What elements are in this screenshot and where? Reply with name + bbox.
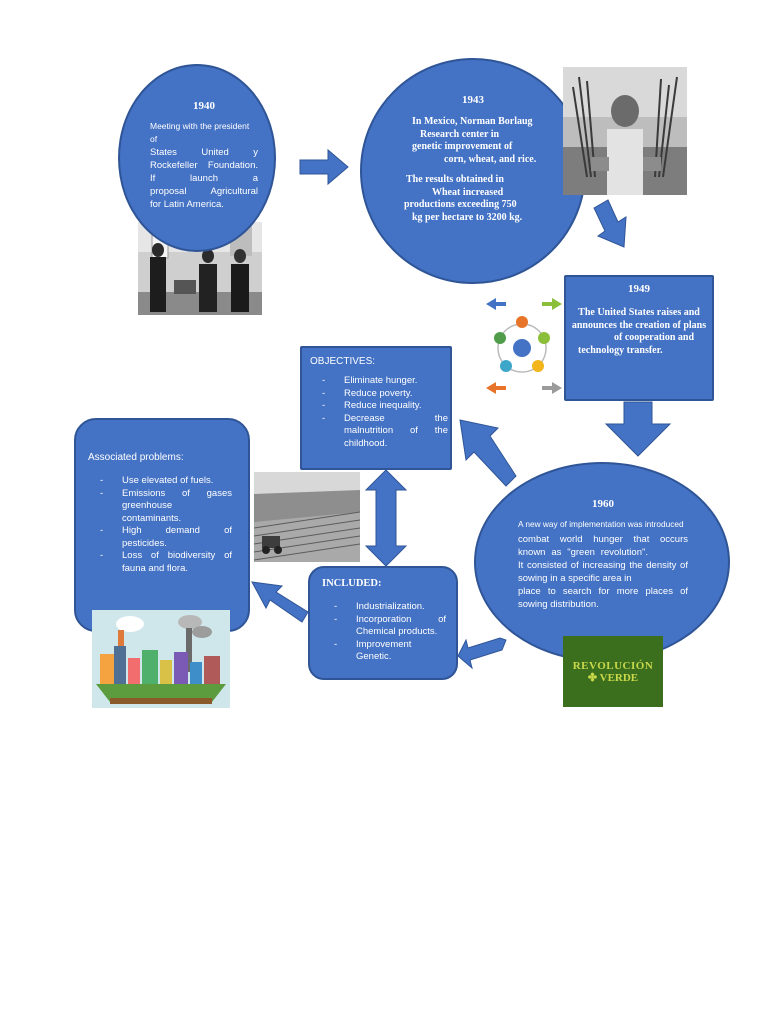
- n1960-line-1: combat world hunger that occurs: [518, 534, 688, 545]
- problems-item: Use elevated of fuels.: [88, 475, 232, 488]
- year-1943-label: 1943: [462, 94, 484, 106]
- n1943-line-7: kg per hectare to 3200 kg.: [412, 211, 523, 223]
- node-1949: 1949 The United States raises and announ…: [564, 275, 714, 401]
- included-item: Industrialization.: [322, 601, 446, 614]
- year-1960-label: 1960: [592, 498, 614, 510]
- arrow-1949-to-1960: [604, 401, 672, 457]
- n1940-line-2: Rockefeller Foundation.: [150, 160, 258, 171]
- industry-illustration: [92, 610, 230, 708]
- objectives-item: Eliminate hunger.: [310, 375, 448, 388]
- problems-item: Loss of biodiversity of fauna and flora.: [88, 550, 232, 575]
- n1960-line-4: sowing in a specific area in: [518, 573, 632, 584]
- objectives-item: Reduce inequality.: [310, 400, 448, 413]
- n1943-line-2: genetic improvement of: [412, 141, 513, 152]
- n1960-line-5: place to search for more places of: [518, 586, 688, 597]
- node-associated-problems: Associated problems: Use elevated of fue…: [74, 418, 250, 632]
- n1940-line-5: for Latin America.: [150, 199, 224, 210]
- node-objectives: OBJECTIVES: Eliminate hunger. Reduce pov…: [300, 346, 452, 470]
- n1960-line-6: sowing distribution.: [518, 599, 599, 610]
- node-included: INCLUDED: Industrialization. Incorporati…: [308, 566, 458, 680]
- n1943-line-6: productions exceeding 750: [404, 199, 517, 210]
- n1943-line-3: corn, wheat, and rice.: [444, 153, 537, 165]
- objectives-item: Reduce poverty.: [310, 388, 448, 401]
- logo-line-2: VERDE: [599, 672, 639, 684]
- year-1940-label: 1940: [193, 100, 215, 112]
- n1943-line-1: Research center in: [420, 128, 500, 140]
- farm-fields-photo: [254, 472, 360, 562]
- logo-line-1: REVOLUCIÓN: [572, 660, 654, 672]
- node-1960: 1960 A new way of implementation was int…: [474, 462, 730, 662]
- arrow-1960-to-included: [457, 637, 507, 670]
- n1949-line-3: technology transfer.: [578, 344, 663, 356]
- n1960-line-2: known as "green revolution".: [518, 547, 648, 558]
- n1943-line-4: The results obtained in: [406, 174, 504, 185]
- clover-icon: ✤: [587, 672, 598, 684]
- arrow-included-to-problems: [251, 581, 309, 623]
- n1940-line-4: proposal Agricultural: [150, 186, 258, 197]
- node-1940: 1940 Meeting with the president of State…: [118, 64, 276, 252]
- n1960-line-3: It consisted of increasing the density o…: [518, 560, 688, 571]
- n1949-line-0: The United States raises and: [578, 307, 700, 318]
- objectives-title: OBJECTIVES:: [310, 356, 376, 367]
- revolucion-verde-logo: REVOLUCIÓN ✤ VERDE: [563, 636, 663, 707]
- node-1943: 1943 In Mexico, Norman Borlaug Research …: [360, 58, 586, 284]
- problems-title: Associated problems:: [88, 452, 184, 463]
- objectives-item: Decrease the malnutrition of the childho…: [310, 413, 448, 451]
- problems-item: Emissions of gases greenhouse contaminan…: [88, 488, 232, 526]
- n1943-line-5: Wheat increased: [432, 186, 504, 198]
- included-item: Improvement Genetic.: [322, 639, 446, 664]
- n1940-line-3: If launch a: [150, 173, 258, 184]
- arrow-1940-to-1943: [299, 148, 349, 186]
- included-title: INCLUDED:: [322, 578, 382, 589]
- borlaug-photo: [563, 67, 687, 195]
- n1940-line-0: Meeting with the president of: [150, 121, 250, 144]
- included-item: Incorporation of Chemical products.: [322, 614, 446, 639]
- n1960-line-0: A new way of implementation was introduc…: [518, 519, 684, 529]
- n1949-line-1: announces the creation of plans: [571, 319, 707, 331]
- n1949-line-2: of cooperation and: [614, 332, 694, 343]
- n1943-line-0: In Mexico, Norman Borlaug: [412, 116, 533, 127]
- year-1949-label: 1949: [628, 283, 650, 295]
- cooperation-cycle-graphic: [484, 294, 564, 402]
- n1940-line-1: States United y: [150, 147, 258, 158]
- problems-item: High demand of pesticides.: [88, 525, 232, 550]
- arrow-objectives-included: [364, 469, 408, 567]
- arrow-1960-to-objectives: [459, 419, 517, 487]
- arrow-1943-to-1949: [593, 199, 627, 248]
